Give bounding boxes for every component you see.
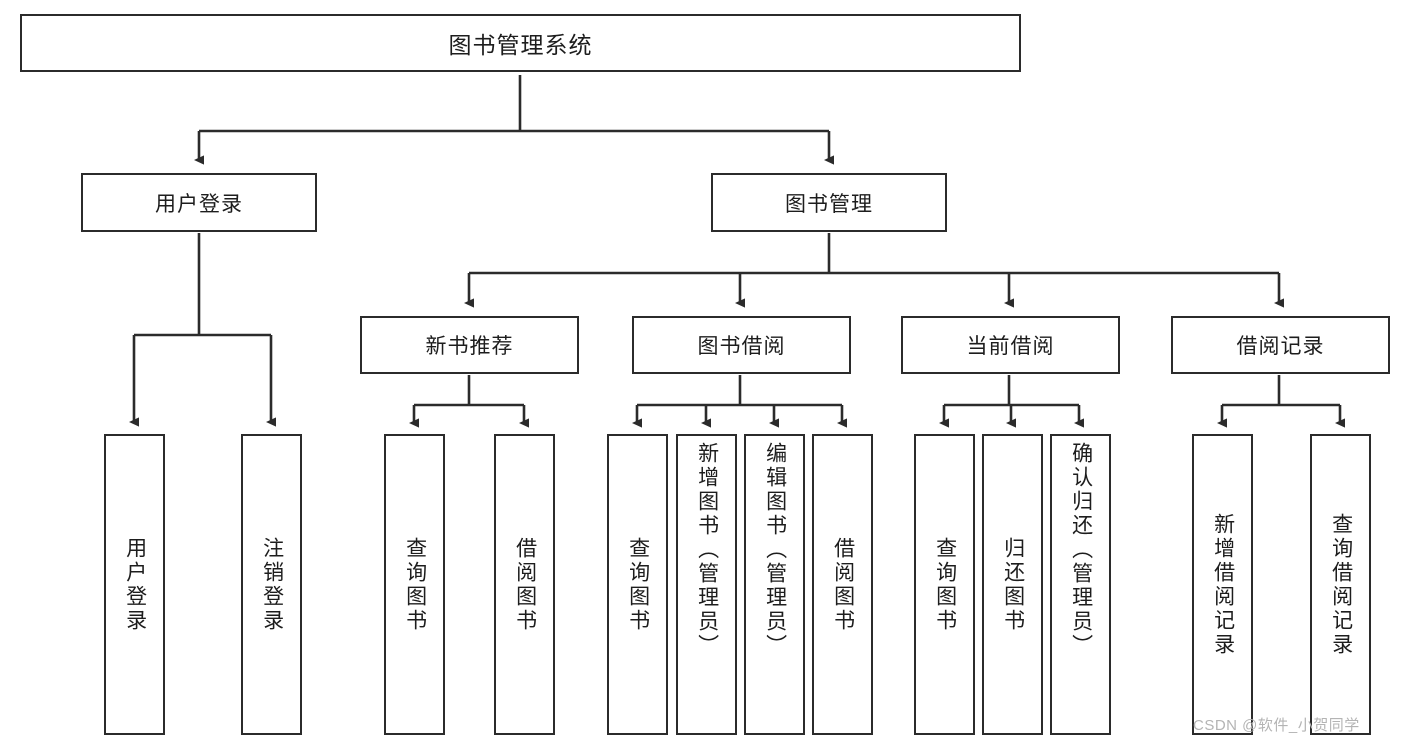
node-label: 新书推荐 bbox=[425, 335, 514, 358]
leaf-label: 新增图书（管理员） bbox=[695, 442, 719, 658]
node-label: 图书借阅 bbox=[697, 335, 786, 358]
node-book-management[interactable]: 图书管理 bbox=[711, 173, 947, 232]
node-borrow-record[interactable]: 借阅记录 bbox=[1171, 316, 1390, 374]
leaf-label: 查询图书 bbox=[933, 536, 957, 633]
leaf-query-book-recommend[interactable]: 查询图书 bbox=[384, 434, 445, 735]
leaf-label: 借阅图书 bbox=[831, 536, 855, 633]
leaf-label: 编辑图书（管理员） bbox=[763, 442, 787, 658]
leaf-add-book-admin[interactable]: 新增图书（管理员） bbox=[676, 434, 737, 735]
leaf-return-book[interactable]: 归还图书 bbox=[982, 434, 1043, 735]
node-root-system[interactable]: 图书管理系统 bbox=[20, 14, 1021, 72]
leaf-borrow-book-recommend[interactable]: 借阅图书 bbox=[494, 434, 555, 735]
leaf-borrow-book[interactable]: 借阅图书 bbox=[812, 434, 873, 735]
leaf-label: 查询图书 bbox=[403, 536, 427, 633]
leaf-query-book-current[interactable]: 查询图书 bbox=[914, 434, 975, 735]
leaf-edit-book-admin[interactable]: 编辑图书（管理员） bbox=[744, 434, 805, 735]
leaf-label: 用户登录 bbox=[123, 536, 147, 633]
watermark: CSDN @软件_小贺同学 bbox=[1193, 717, 1360, 734]
node-book-borrow[interactable]: 图书借阅 bbox=[632, 316, 851, 374]
leaf-confirm-return-admin[interactable]: 确认归还（管理员） bbox=[1050, 434, 1111, 735]
leaf-logout[interactable]: 注销登录 bbox=[241, 434, 302, 735]
node-label: 借阅记录 bbox=[1236, 335, 1325, 358]
leaf-label: 查询借阅记录 bbox=[1329, 512, 1353, 657]
leaf-label: 查询图书 bbox=[626, 536, 650, 633]
node-label: 图书管理系统 bbox=[448, 32, 593, 58]
leaf-user-login[interactable]: 用户登录 bbox=[104, 434, 165, 735]
node-new-book-recommend[interactable]: 新书推荐 bbox=[360, 316, 579, 374]
leaf-add-borrow-record[interactable]: 新增借阅记录 bbox=[1192, 434, 1253, 735]
leaf-label: 新增借阅记录 bbox=[1211, 512, 1235, 657]
node-user-login[interactable]: 用户登录 bbox=[81, 173, 317, 232]
leaf-query-book-borrow[interactable]: 查询图书 bbox=[607, 434, 668, 735]
leaf-label: 确认归还（管理员） bbox=[1069, 442, 1093, 658]
leaf-query-borrow-record[interactable]: 查询借阅记录 bbox=[1310, 434, 1371, 735]
node-label: 当前借阅 bbox=[966, 335, 1055, 358]
leaf-label: 归还图书 bbox=[1001, 536, 1025, 633]
node-current-borrow[interactable]: 当前借阅 bbox=[901, 316, 1120, 374]
leaf-label: 借阅图书 bbox=[513, 536, 537, 633]
node-label: 用户登录 bbox=[155, 192, 243, 216]
leaf-label: 注销登录 bbox=[260, 536, 284, 633]
node-label: 图书管理 bbox=[785, 192, 873, 216]
